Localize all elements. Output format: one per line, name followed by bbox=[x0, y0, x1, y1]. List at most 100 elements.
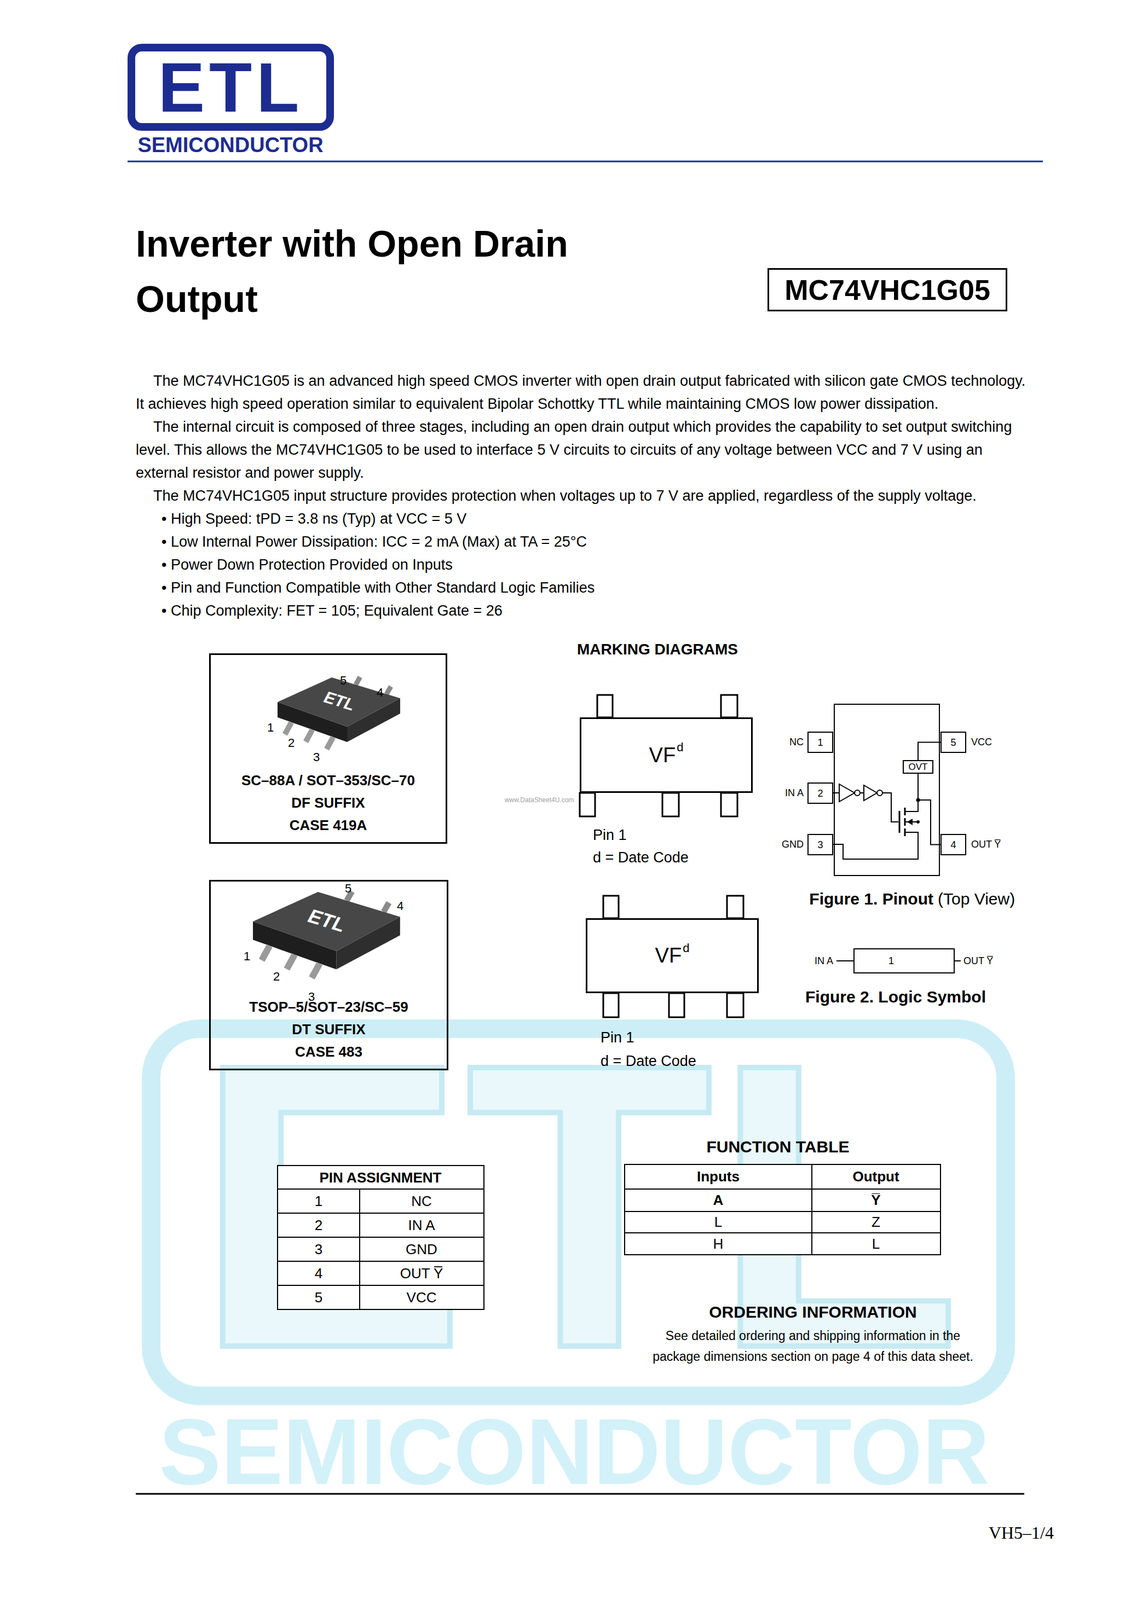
node-text: 4 bbox=[950, 840, 956, 851]
marking-body: VFd bbox=[585, 918, 759, 994]
wire bbox=[860, 792, 864, 794]
source-wire bbox=[833, 832, 919, 860]
node-text: VF bbox=[655, 944, 683, 968]
junction-dot bbox=[916, 820, 920, 824]
wire-connector bbox=[918, 742, 941, 761]
bullet-item: • Low Internal Power Dissipation: ICC = … bbox=[161, 530, 1027, 554]
node-text: OVT bbox=[908, 762, 928, 772]
chip-lead bbox=[326, 737, 334, 750]
table-cell: L bbox=[714, 1213, 723, 1232]
package-pin bbox=[720, 695, 738, 718]
package-pin bbox=[579, 793, 596, 817]
marking-note: Pin 1 bbox=[592, 826, 627, 846]
table-cell: VCC bbox=[406, 1289, 437, 1308]
buffer-symbol bbox=[839, 784, 855, 802]
table-cell: 4 bbox=[314, 1265, 323, 1284]
marking-note: Pin 1 bbox=[600, 1029, 635, 1048]
node-text: VF bbox=[649, 743, 677, 768]
table-heading: Output bbox=[852, 1168, 899, 1187]
package-pin bbox=[726, 896, 744, 919]
table-cell: 2 bbox=[314, 1216, 323, 1236]
package-pin bbox=[720, 793, 738, 817]
pin-number: 1 bbox=[243, 949, 251, 965]
note-text: See detailed ordering and shipping infor… bbox=[643, 1325, 983, 1368]
chip-top bbox=[252, 892, 401, 952]
footer-rule bbox=[135, 1493, 1025, 1496]
package-pin bbox=[662, 793, 679, 817]
package-pin bbox=[668, 993, 685, 1018]
bullet-item: • Pin and Function Compatible with Other… bbox=[161, 576, 1027, 600]
pin-box: 3 bbox=[807, 834, 834, 856]
pin-name: NC bbox=[789, 736, 804, 749]
pin-number: 5 bbox=[339, 673, 347, 689]
pin-name: IN A bbox=[785, 787, 804, 800]
package-illustrations bbox=[252, 677, 401, 979]
table-heading: A bbox=[713, 1191, 724, 1210]
wire bbox=[833, 792, 840, 794]
chip-lead bbox=[312, 964, 320, 979]
pin-number: 4 bbox=[396, 898, 404, 915]
pin-number: 4 bbox=[376, 685, 384, 701]
table-heading: PIN ASSIGNMENT bbox=[319, 1169, 442, 1188]
paragraph: The MC74VHC1G05 input structure provides… bbox=[135, 484, 1027, 508]
pin-box: 4 bbox=[940, 834, 967, 856]
package-box: TSOP–5/SOT–23/SC–59DT SUFFIXCASE 483 bbox=[209, 880, 449, 1071]
table-title: FUNCTION TABLE bbox=[706, 1137, 850, 1158]
node-text: 5 bbox=[950, 737, 956, 748]
package-pin bbox=[726, 993, 744, 1018]
node-text: TSOP–5/SOT–23/SC–59 bbox=[249, 996, 408, 1019]
wire-connector bbox=[918, 774, 941, 846]
table-frame bbox=[624, 1164, 941, 1256]
superscript-text: d bbox=[682, 941, 690, 956]
chip-lead bbox=[306, 730, 313, 743]
pin-box: 5 bbox=[940, 731, 967, 754]
function-table bbox=[624, 1164, 941, 1256]
table-grid bbox=[624, 1164, 941, 1256]
node-text: MC74VHC1G05 bbox=[784, 275, 991, 305]
node-text: CASE 419A bbox=[289, 814, 368, 838]
table-frame bbox=[277, 1166, 484, 1311]
package-box: SC–88A / SOT–353/SC–70DF SUFFIXCASE 419A bbox=[209, 653, 448, 845]
pin-box: 1 bbox=[807, 731, 834, 754]
chip-lead bbox=[355, 677, 361, 685]
package-chip bbox=[277, 677, 401, 750]
chip-top bbox=[277, 677, 401, 727]
buffer-symbol bbox=[863, 785, 877, 801]
paragraph: The internal circuit is composed of thre… bbox=[135, 415, 1027, 485]
pin-number: 3 bbox=[313, 749, 320, 766]
mosfet-arrow bbox=[907, 818, 913, 826]
ovt-box: OVT bbox=[902, 760, 934, 775]
pin-number: 5 bbox=[344, 881, 352, 897]
bullet-item: • High Speed: tPD = 3.8 ns (Typ) at VCC … bbox=[161, 507, 1027, 531]
signal-name: IN A bbox=[814, 955, 834, 968]
chip-lead bbox=[286, 955, 295, 970]
node-text: ETL bbox=[158, 52, 304, 123]
chip-lead bbox=[284, 722, 292, 735]
node-text: 1 bbox=[817, 737, 823, 748]
drain-wire bbox=[904, 800, 919, 812]
wire bbox=[882, 793, 899, 823]
body-text: The MC74VHC1G05 is an advanced high spee… bbox=[135, 369, 1027, 623]
table-cell: NC bbox=[411, 1192, 432, 1211]
node-text: 1 bbox=[888, 955, 894, 968]
pin-assignment-table bbox=[277, 1166, 484, 1311]
pinout-circuit bbox=[833, 784, 919, 860]
chip-lead bbox=[386, 686, 391, 695]
watermark-text: SEMICONDUCTOR bbox=[158, 1405, 990, 1499]
table-cell: Z bbox=[871, 1213, 881, 1232]
pin-box: 2 bbox=[807, 782, 834, 805]
marking-note: d = Date Code bbox=[600, 1052, 697, 1072]
inversion-bubble bbox=[854, 790, 861, 796]
ic-body bbox=[834, 704, 940, 876]
table-cell: IN A bbox=[407, 1216, 435, 1236]
table-cell: OUT Y̅ bbox=[400, 1265, 444, 1284]
node-text: 2 bbox=[817, 788, 823, 799]
header-rule bbox=[127, 160, 1043, 163]
marking-body: VFd bbox=[579, 717, 753, 794]
section-heading: ORDERING INFORMATION bbox=[708, 1302, 917, 1324]
table-grid bbox=[277, 1189, 484, 1311]
package-pin bbox=[603, 993, 619, 1018]
table-heading: Inputs bbox=[696, 1168, 740, 1187]
chip-lead bbox=[383, 903, 390, 913]
